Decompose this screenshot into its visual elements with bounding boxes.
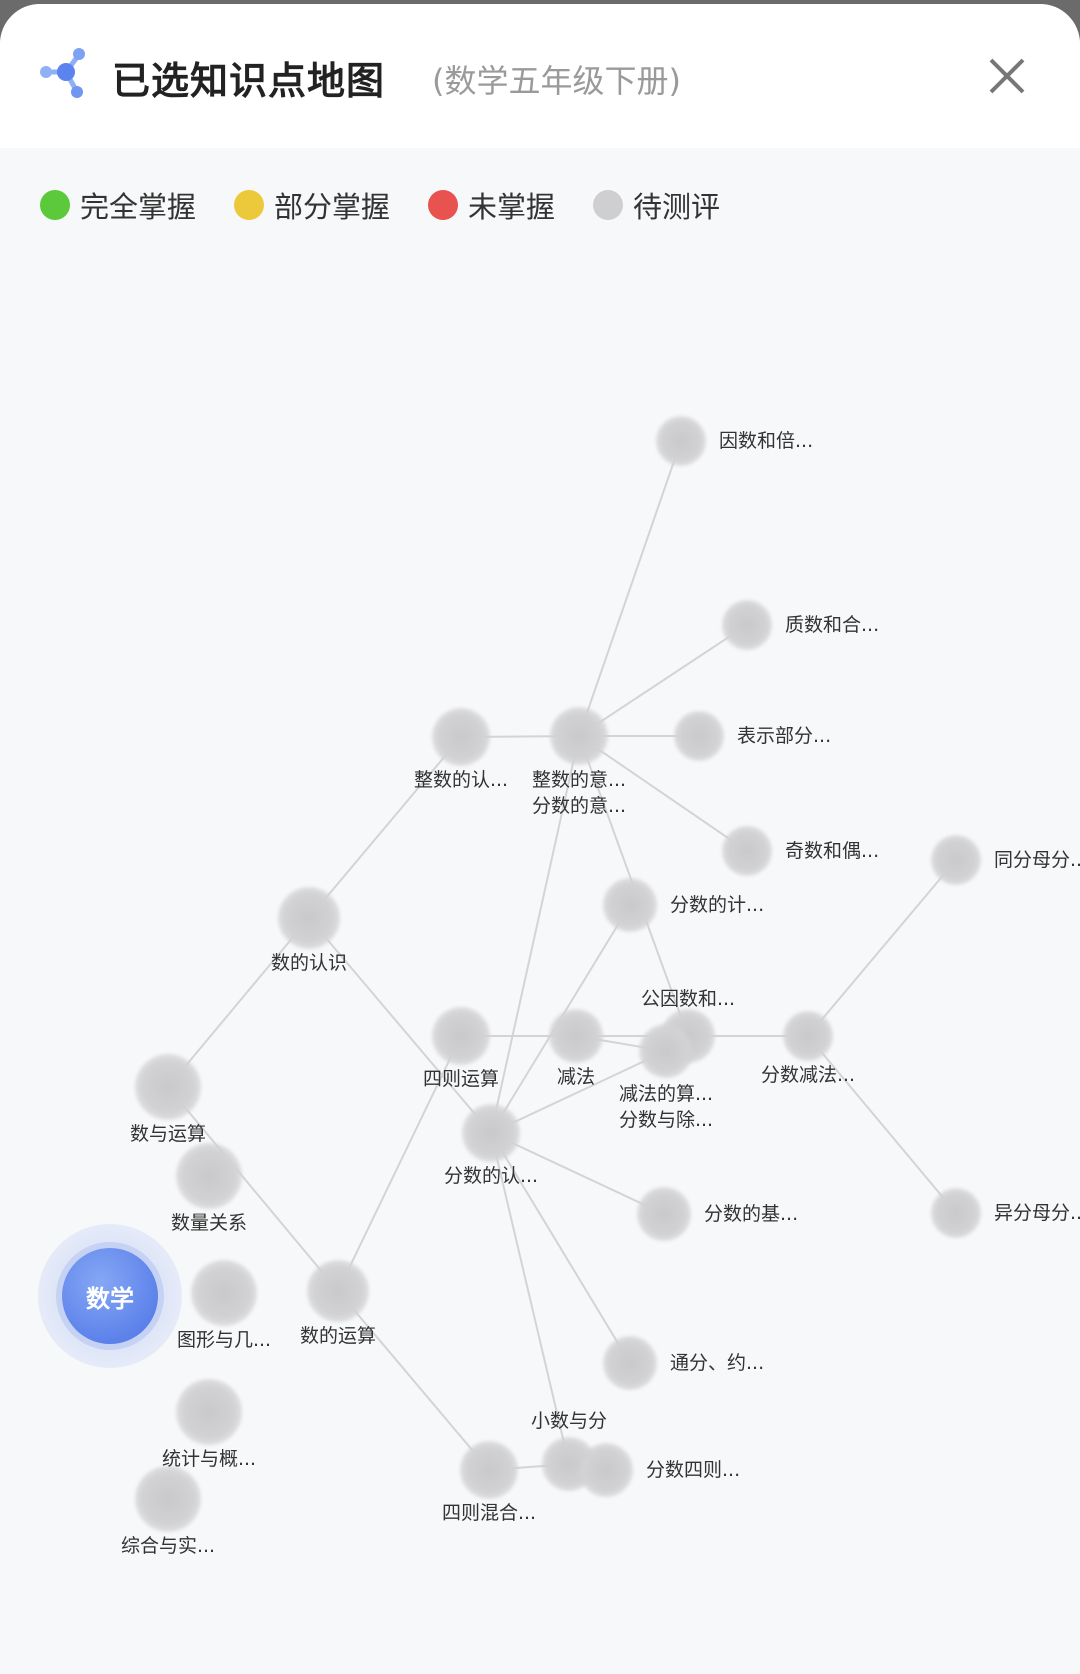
knowledge-node-label: 因数和倍... [719, 430, 814, 452]
legend-item-partial: 部分掌握 [234, 184, 390, 226]
knowledge-node-label: 整数的意... [531, 769, 627, 791]
legend-item-not-mastered: 未掌握 [428, 184, 555, 226]
legend-label: 未掌握 [468, 190, 556, 224]
graph-edge [337, 1290, 490, 1471]
knowledge-node-label: 通分、约... [670, 1352, 765, 1374]
knowledge-node[interactable] [656, 416, 706, 466]
page-subtitle: (数学五年级下册) [432, 62, 681, 100]
root-node-label: 数学 [86, 1284, 134, 1313]
knowledge-node[interactable] [783, 1011, 833, 1061]
knowledge-node[interactable] [637, 1187, 691, 1241]
knowledge-node[interactable] [674, 711, 724, 761]
knowledge-node-label: 分数与除... [618, 1109, 714, 1131]
knowledge-node-label: 四则运算 [422, 1068, 500, 1090]
knowledge-node-label: 分数减法... [760, 1064, 856, 1086]
knowledge-node-label: 分数的基... [704, 1203, 799, 1225]
knowledge-node-label: 减法 [556, 1066, 596, 1088]
graph-edge [807, 1035, 957, 1214]
knowledge-node[interactable] [550, 707, 608, 765]
knowledge-node-label: 表示部分... [737, 725, 832, 747]
knowledge-node[interactable] [278, 887, 340, 949]
knowledge-node[interactable] [176, 1143, 242, 1209]
knowledge-node-label: 整数的认... [413, 769, 509, 791]
page-title: 已选知识点地图 [112, 59, 386, 103]
knowledge-node[interactable] [176, 1379, 242, 1445]
knowledge-node[interactable] [191, 1260, 257, 1326]
knowledge-node[interactable] [432, 708, 490, 766]
graph-edge [490, 1050, 667, 1134]
graph-edge [490, 735, 580, 1134]
legend: 完全掌握 部分掌握 未掌握 待测评 [40, 184, 720, 226]
legend-dot-yellow [234, 190, 265, 220]
graph-edge [337, 1035, 462, 1292]
knowledge-node-label: 数的运算 [299, 1325, 377, 1347]
knowledge-node[interactable] [931, 1188, 981, 1238]
knowledge-node-label: 分数四则... [646, 1459, 741, 1481]
knowledge-node-label: 数的认识 [270, 952, 348, 974]
knowledge-node[interactable] [722, 600, 772, 650]
graph-edge [490, 1132, 570, 1465]
header: 已选知识点地图 (数学五年级下册) [0, 4, 1080, 148]
knowledge-node[interactable] [639, 1024, 693, 1078]
knowledge-node[interactable] [460, 1441, 518, 1499]
knowledge-node[interactable] [432, 1007, 490, 1065]
knowledge-node-label: 统计与概... [161, 1448, 257, 1470]
knowledge-node[interactable] [931, 835, 981, 885]
graph-edge [308, 736, 462, 919]
knowledge-node-label: 分数的计... [670, 894, 765, 916]
legend-dot-red [428, 190, 459, 220]
knowledge-node-label: 减法的算... [618, 1083, 714, 1105]
knowledge-node[interactable] [135, 1466, 201, 1532]
knowledge-node[interactable] [603, 1336, 657, 1390]
knowledge-node-label: 小数与分 [530, 1410, 608, 1432]
knowledge-map-sheet: 数与运算数量关系图形与几... 统计与概... 综合与实... 数的认识数的运算 整数的… [0, 4, 1080, 1674]
knowledge-node-label: 图形与几... [176, 1329, 272, 1351]
graph-edge [167, 917, 310, 1088]
knowledge-node[interactable] [549, 1009, 603, 1063]
graph-edge [308, 917, 492, 1134]
knowledge-node-label: 奇数和偶... [785, 840, 880, 862]
knowledge-node[interactable] [603, 878, 657, 932]
graph-edge [578, 624, 748, 737]
knowledge-node-label: 公因数和... [640, 988, 736, 1010]
knowledge-node-label: 分数的意... [531, 795, 627, 817]
knowledge-node-label: 四则混合... [441, 1502, 537, 1524]
graph-edge [490, 1132, 631, 1364]
graph-edge [578, 440, 682, 737]
legend-dot-gray [593, 190, 624, 220]
knowledge-node-label: 数与运算 [129, 1123, 207, 1145]
knowledge-node[interactable] [722, 826, 772, 876]
legend-label: 部分掌握 [274, 190, 391, 224]
knowledge-node[interactable] [307, 1260, 369, 1322]
legend-item-mastered: 完全掌握 [40, 184, 196, 226]
knowledge-node[interactable] [579, 1443, 633, 1497]
legend-dot-green [40, 190, 70, 220]
knowledge-node-label: 异分母分... [994, 1202, 1080, 1224]
knowledge-node-label: 质数和合... [785, 614, 880, 636]
close-icon[interactable] [985, 54, 1029, 98]
legend-item-pending: 待测评 [593, 184, 720, 226]
legend-label: 待测评 [633, 190, 721, 224]
knowledge-graph-icon [40, 48, 85, 98]
legend-label: 完全掌握 [80, 190, 197, 224]
knowledge-node[interactable] [135, 1054, 201, 1120]
graph-edge [490, 1132, 665, 1215]
knowledge-node-label: 同分母分... [994, 849, 1080, 871]
knowledge-node-label: 综合与实... [120, 1535, 216, 1557]
graph-edge [578, 735, 748, 852]
graph-edge [167, 1086, 339, 1292]
knowledge-node-label: 数量关系 [170, 1212, 248, 1234]
root-node-math[interactable]: 数学 [62, 1248, 158, 1344]
knowledge-node[interactable] [462, 1104, 520, 1162]
graph-edge [807, 859, 957, 1037]
knowledge-node-label: 分数的认... [443, 1165, 539, 1187]
